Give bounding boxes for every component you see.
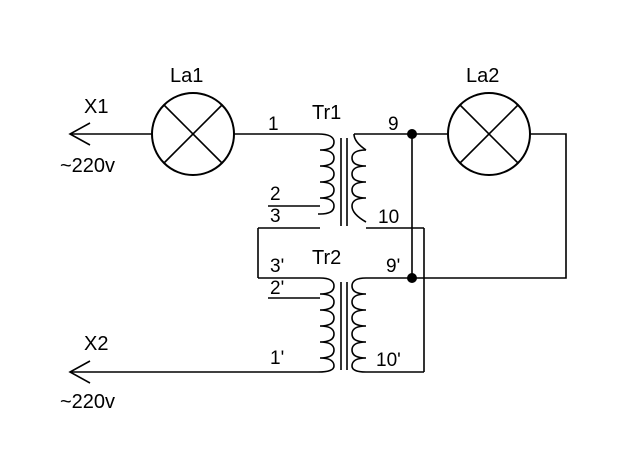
x1-arrow-icon bbox=[68, 122, 91, 146]
junction-pin9 bbox=[407, 129, 417, 139]
transformer-tr1: Tr1 1 2 3 9 10 bbox=[258, 102, 399, 229]
x1-label: X1 bbox=[84, 96, 108, 118]
tr1-secondary-coil bbox=[351, 133, 367, 223]
tr2-pin1: 1' bbox=[270, 348, 284, 369]
terminal-x1: X1 ~220v bbox=[60, 96, 152, 177]
tr1-label: Tr1 bbox=[312, 102, 341, 124]
tr1-pin9: 9 bbox=[388, 114, 399, 135]
tr2-pin2: 2' bbox=[270, 278, 284, 299]
tr1-pin10: 10 bbox=[378, 207, 399, 228]
tr2-label: Tr2 bbox=[312, 247, 341, 269]
tr1-pin1: 1 bbox=[268, 114, 279, 135]
tr2-primary-coil bbox=[317, 277, 335, 373]
tr1-pin3: 3 bbox=[270, 206, 281, 227]
transformer-tr2: Tr2 3' 2' 1' 9' 10' bbox=[268, 247, 401, 373]
lamp-la2-label: La2 bbox=[466, 65, 499, 87]
lamp-la1-label: La1 bbox=[170, 65, 203, 87]
lamp-la1: La1 bbox=[151, 65, 235, 176]
lamp-la2: La2 bbox=[447, 65, 531, 176]
terminal-x2: X2 ~220v bbox=[60, 333, 318, 413]
x1-voltage: ~220v bbox=[60, 155, 115, 177]
tr2-pin9: 9' bbox=[386, 256, 400, 277]
x2-arrow-icon bbox=[68, 360, 91, 384]
wire-la2-return bbox=[412, 133, 567, 279]
x2-voltage: ~220v bbox=[60, 391, 115, 413]
x2-label: X2 bbox=[84, 333, 108, 355]
tr1-primary-coil bbox=[317, 133, 335, 215]
tr2-pin3: 3' bbox=[270, 256, 284, 277]
tr2-pin10: 10' bbox=[376, 350, 401, 371]
tr1-pin2: 2 bbox=[270, 184, 281, 205]
tr2-secondary-coil bbox=[351, 277, 367, 373]
